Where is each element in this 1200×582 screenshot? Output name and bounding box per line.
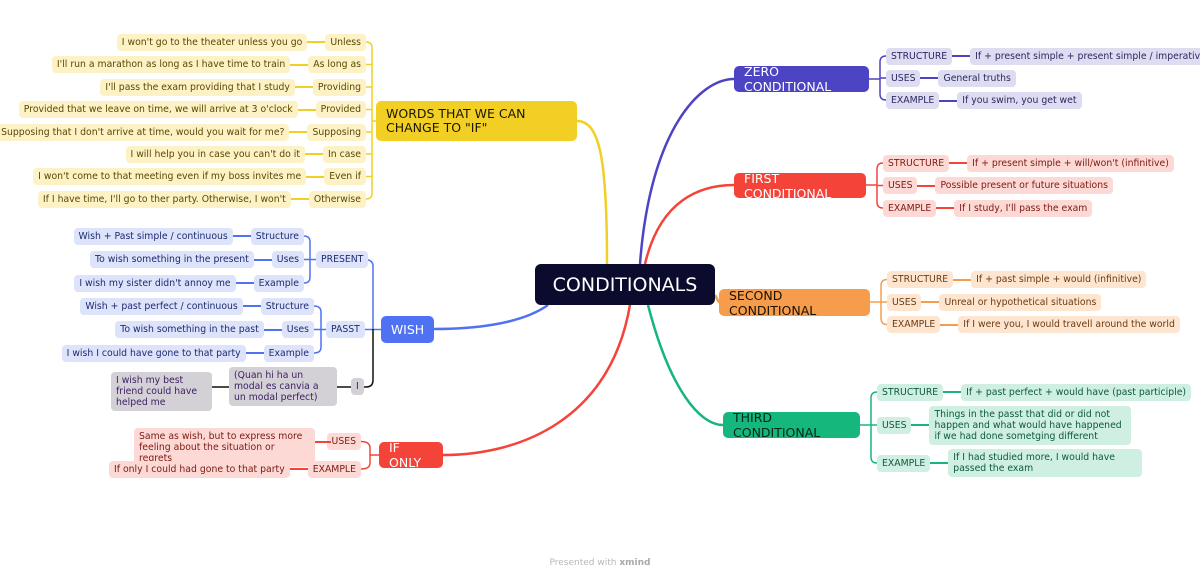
word-row: I won't come to that meeting even if my …: [33, 168, 366, 186]
wish-value[interactable]: Wish + past perfect / continuous: [80, 297, 243, 315]
word-example[interactable]: I won't come to that meeting even if my …: [33, 168, 307, 185]
if-only-example-row: If only I could had gone to that party EX…: [108, 460, 361, 478]
first-row: EXAMPLE If I study, I'll pass the exam: [883, 199, 1093, 217]
footer-prefix: Presented with: [549, 558, 617, 568]
zero-key[interactable]: USES: [886, 69, 921, 87]
second-value[interactable]: If I were you, I would travell around th…: [958, 316, 1180, 333]
word-row: Provided that we leave on time, we will …: [18, 101, 366, 119]
word-row: I'll run a marathon as long as I have ti…: [51, 56, 366, 74]
word-row: If I have time, I'll go to ther party. O…: [37, 190, 366, 208]
wish-key[interactable]: Uses: [281, 321, 314, 338]
word-example[interactable]: I won't go to the theater unless you go: [116, 33, 308, 51]
first-value[interactable]: If I study, I'll pass the exam: [954, 199, 1093, 217]
wish-past-row: I wish I could have gone to that party Ex…: [61, 344, 314, 362]
wish-modal-node[interactable]: I: [351, 378, 364, 395]
xmind-logo[interactable]: xmind: [619, 558, 651, 568]
central-topic[interactable]: CONDITIONALS: [535, 264, 715, 305]
wish-present-node[interactable]: PRESENT: [316, 251, 369, 268]
word-row: I'll pass the exam providing that I stud…: [100, 78, 366, 96]
third-row: STRUCTURE If + past perfect + would have …: [877, 383, 1192, 401]
first-value[interactable]: If + present simple + will/won't (infini…: [967, 154, 1174, 172]
second-row: STRUCTURE If + past simple + would (infin…: [887, 271, 1147, 289]
first-conditional-topic[interactable]: FIRST CONDITIONAL: [734, 171, 866, 201]
if-only-topic[interactable]: IF ONLY: [379, 440, 443, 470]
second-key[interactable]: EXAMPLE: [887, 316, 941, 333]
connector: [315, 441, 331, 443]
zero-row: EXAMPLE If you swim, you get wet: [886, 92, 1082, 110]
word-example[interactable]: Supposing that I don't arrive at time, w…: [0, 123, 290, 141]
wish-key[interactable]: Structure: [250, 227, 304, 245]
word-keyword[interactable]: Unless: [325, 33, 366, 51]
third-key[interactable]: STRUCTURE: [877, 383, 944, 401]
third-value[interactable]: If + past perfect + would have (past par…: [961, 383, 1192, 401]
zero-key[interactable]: STRUCTURE: [886, 47, 953, 65]
word-example[interactable]: If I have time, I'll go to ther party. O…: [37, 190, 291, 208]
wish-topic[interactable]: WISH: [381, 316, 434, 343]
wish-present-row: I wish my sister didn't annoy me Example: [74, 274, 304, 292]
third-value[interactable]: If I had studied more, I would have pass…: [948, 449, 1143, 477]
wish-past-row: To wish something in the past Uses: [115, 321, 314, 339]
wish-present-row: To wish something in the present Uses: [90, 251, 304, 269]
word-keyword[interactable]: As long as: [308, 56, 366, 73]
wish-key[interactable]: Example: [253, 274, 304, 292]
word-example[interactable]: I'll run a marathon as long as I have ti…: [51, 56, 291, 73]
second-row: USES Unreal or hypothetical situations: [887, 293, 1102, 311]
third-key[interactable]: EXAMPLE: [877, 454, 931, 472]
wish-value[interactable]: I wish I could have gone to that party: [61, 344, 246, 362]
wish-value[interactable]: I wish my sister didn't annoy me: [74, 274, 236, 292]
word-keyword[interactable]: In case: [323, 145, 366, 163]
zero-key[interactable]: EXAMPLE: [886, 92, 940, 109]
third-value[interactable]: Things in the passt that did or did not …: [929, 405, 1132, 445]
second-conditional-topic[interactable]: SECOND CONDITIONAL: [719, 288, 870, 318]
word-row: Supposing that I don't arrive at time, w…: [0, 123, 366, 141]
first-row: STRUCTURE If + present simple + will/won'…: [883, 154, 1174, 172]
zero-value[interactable]: General truths: [938, 69, 1016, 87]
wish-past-row: Wish + past perfect / continuous Structur…: [80, 297, 314, 315]
first-key[interactable]: EXAMPLE: [883, 199, 937, 217]
word-keyword[interactable]: Even if: [324, 168, 366, 185]
footer-credit: Presented with xmind: [0, 558, 1200, 568]
first-key[interactable]: STRUCTURE: [883, 154, 950, 172]
first-key[interactable]: USES: [883, 177, 918, 194]
word-keyword[interactable]: Providing: [312, 78, 366, 96]
zero-value[interactable]: If + present simple + present simple / i…: [970, 47, 1200, 65]
zero-row: USES General truths: [886, 69, 1016, 87]
word-keyword[interactable]: Otherwise: [308, 190, 366, 208]
word-keyword[interactable]: Supposing: [307, 123, 366, 141]
second-key[interactable]: STRUCTURE: [887, 271, 954, 288]
wish-modal-note[interactable]: (Quan hi ha un modal es canvia a un moda…: [229, 367, 337, 406]
wish-present-row: Wish + Past simple / continuous Structure: [73, 227, 304, 245]
word-keyword[interactable]: Provided: [315, 101, 366, 118]
word-example[interactable]: I'll pass the exam providing that I stud…: [100, 78, 295, 96]
wish-key[interactable]: Uses: [271, 251, 304, 268]
third-key[interactable]: USES: [877, 416, 912, 434]
wish-value[interactable]: Wish + Past simple / continuous: [73, 227, 233, 245]
third-conditional-topic[interactable]: THIRD CONDITIONAL: [723, 410, 860, 440]
zero-conditional-topic[interactable]: ZERO CONDITIONAL: [734, 64, 869, 94]
word-row: I will help you in case you can't do it I…: [125, 145, 366, 163]
third-row: USES Things in the passt that did or did …: [877, 405, 1132, 445]
second-value[interactable]: Unreal or hypothetical situations: [939, 293, 1102, 311]
words-topic[interactable]: WORDS THAT WE CAN CHANGE TO "IF": [376, 101, 577, 141]
wish-value[interactable]: To wish something in the past: [115, 321, 264, 338]
first-value[interactable]: Possible present or future situations: [935, 177, 1113, 194]
second-key[interactable]: USES: [887, 293, 922, 311]
second-value[interactable]: If + past simple + would (infinitive): [971, 271, 1147, 288]
second-row: EXAMPLE If I were you, I would travell ar…: [887, 316, 1180, 334]
zero-value[interactable]: If you swim, you get wet: [957, 92, 1082, 109]
if-only-example-key[interactable]: EXAMPLE: [307, 460, 361, 478]
if-only-uses-key[interactable]: USES: [326, 433, 361, 450]
wish-key[interactable]: Structure: [260, 297, 314, 315]
word-example[interactable]: I will help you in case you can't do it: [125, 145, 306, 163]
zero-row: STRUCTURE If + present simple + present s…: [886, 47, 1200, 65]
wish-value[interactable]: To wish something in the present: [90, 251, 254, 268]
word-example[interactable]: Provided that we leave on time, we will …: [18, 101, 298, 118]
first-row: USES Possible present or future situation…: [883, 177, 1113, 195]
wish-past-node[interactable]: PASST: [326, 321, 365, 338]
if-only-example-value[interactable]: If only I could had gone to that party: [108, 460, 290, 478]
wish-key[interactable]: Example: [263, 344, 314, 362]
third-row: EXAMPLE If I had studied more, I would ha…: [877, 449, 1143, 477]
word-row: I won't go to the theater unless you go U…: [116, 33, 366, 51]
wish-modal-example[interactable]: I wish my best friend could have helped …: [111, 372, 212, 411]
